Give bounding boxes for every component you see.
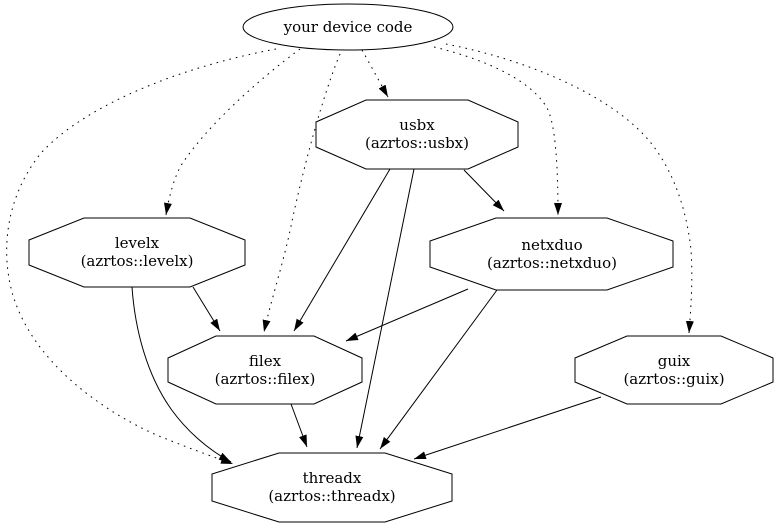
guix-sublabel: (azrtos::guix) xyxy=(623,370,724,388)
node-threadx: threadx (azrtos::threadx) xyxy=(211,452,453,523)
threadx-label: threadx xyxy=(303,469,362,487)
usbx-label: usbx xyxy=(399,116,435,134)
netxduo-sublabel: (azrtos::netxduo) xyxy=(487,254,617,272)
usbx-sublabel: (azrtos::usbx) xyxy=(365,134,469,152)
node-levelx: levelx (azrtos::levelx) xyxy=(28,217,246,288)
node-usbx: usbx (azrtos::usbx) xyxy=(315,99,519,170)
usbx-shape xyxy=(315,99,519,170)
node-netxduo: netxduo (azrtos::netxduo) xyxy=(429,217,674,291)
edge-device-filex xyxy=(262,53,341,333)
edge-device-usbx xyxy=(361,49,389,98)
node-guix: guix (azrtos::guix) xyxy=(574,335,774,405)
edge-device-levelx xyxy=(164,48,301,216)
node-device-code: your device code xyxy=(242,3,454,51)
device-code-shape xyxy=(242,3,454,51)
edge-device-threadx xyxy=(6,48,277,465)
device-code-label: your device code xyxy=(283,18,413,36)
levelx-label: levelx xyxy=(115,234,160,252)
edge-netxduo-threadx xyxy=(379,289,498,450)
guix-shape xyxy=(574,335,774,405)
edge-usbx-filex xyxy=(293,168,391,332)
threadx-shape xyxy=(211,452,453,523)
levelx-shape xyxy=(28,217,246,288)
edge-netxduo-filex xyxy=(345,288,469,342)
levelx-sublabel: (azrtos::levelx) xyxy=(81,252,194,270)
threadx-sublabel: (azrtos::threadx) xyxy=(268,487,395,505)
netxduo-shape xyxy=(429,217,674,291)
guix-label: guix xyxy=(658,352,691,370)
edge-levelx-threadx xyxy=(131,286,232,463)
filex-label: filex xyxy=(249,352,282,370)
filex-sublabel: (azrtos::filex) xyxy=(215,370,316,388)
edge-usbx-netxduo xyxy=(463,169,505,212)
edge-guix-threadx xyxy=(413,396,602,460)
edge-usbx-threadx xyxy=(355,168,415,449)
netxduo-label: netxduo xyxy=(521,236,582,254)
node-filex: filex (azrtos::filex) xyxy=(167,335,363,405)
edge-filex-threadx xyxy=(290,403,308,448)
edge-levelx-filex xyxy=(192,286,221,332)
filex-shape xyxy=(167,335,363,405)
